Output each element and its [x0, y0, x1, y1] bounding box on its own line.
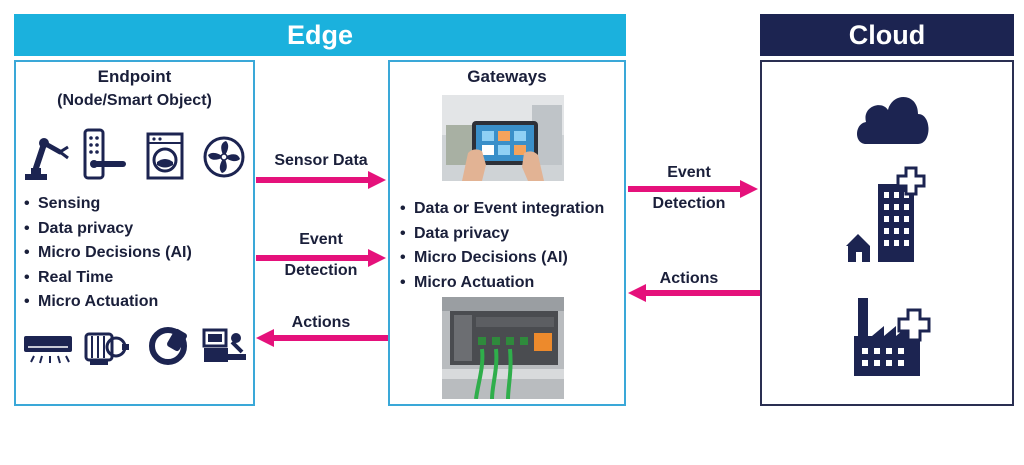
edge-header: Edge	[14, 14, 626, 56]
actions-label: Actions	[291, 314, 351, 331]
endpoint-feature: Micro Actuation	[24, 290, 192, 315]
endpoint-box: Endpoint (Node/Smart Object)	[14, 60, 255, 406]
industrial-gateway-image	[442, 297, 564, 399]
cloud-event-label-line2: Detection	[652, 195, 726, 212]
gateways-feature-list: Data or Event integration Data privacy M…	[400, 197, 604, 295]
factory-icon	[854, 298, 931, 376]
motor-icon	[84, 332, 129, 365]
actions-arrow	[256, 329, 388, 347]
medical-device-icon	[202, 328, 246, 362]
gateways-feature: Micro Actuation	[400, 271, 604, 296]
endpoint-subtitle: (Node/Smart Object)	[57, 92, 212, 109]
city-hospital-icon	[846, 166, 926, 262]
gateways-feature: Micro Decisions (AI)	[400, 246, 604, 271]
cloud-box	[760, 60, 1014, 406]
washing-machine-icon	[146, 132, 184, 180]
air-conditioner-icon	[24, 336, 72, 364]
endpoint-feature-list: Sensing Data privacy Micro Decisions (AI…	[24, 192, 192, 315]
endpoint-title: Endpoint	[97, 67, 172, 86]
event-label-line2: Detection	[284, 262, 358, 279]
sensor-data-label: Sensor Data	[274, 152, 368, 169]
cloud-actions-label: Actions	[659, 270, 719, 287]
event-label-line1: Event	[299, 231, 343, 248]
cloud-event-label-line1: Event	[667, 164, 711, 181]
cloud-header: Cloud	[760, 14, 1014, 56]
endpoint-feature: Real Time	[24, 266, 192, 291]
wristband-icon	[149, 327, 187, 365]
smart-lock-icon	[83, 128, 126, 180]
cloud-title: Cloud	[848, 19, 926, 50]
smart-home-tablet-image	[442, 95, 564, 181]
cloud-icon	[857, 96, 929, 144]
gateways-feature: Data privacy	[400, 222, 604, 247]
fan-icon	[203, 136, 245, 178]
endpoint-feature: Micro Decisions (AI)	[24, 241, 192, 266]
cloud-event-detection-arrow	[628, 180, 758, 198]
gateways-box: Gateways Data or Event integration Data …	[388, 60, 626, 406]
gateways-title: Gateways	[467, 67, 547, 86]
gateways-feature: Data or Event integration	[400, 197, 604, 222]
robot-arm-icon	[25, 138, 69, 180]
event-detection-arrow	[256, 249, 386, 267]
edge-title: Edge	[286, 19, 353, 50]
endpoint-feature: Data privacy	[24, 217, 192, 242]
cloud-actions-arrow	[628, 284, 760, 302]
endpoint-feature: Sensing	[24, 192, 192, 217]
sensor-data-arrow	[256, 171, 386, 189]
